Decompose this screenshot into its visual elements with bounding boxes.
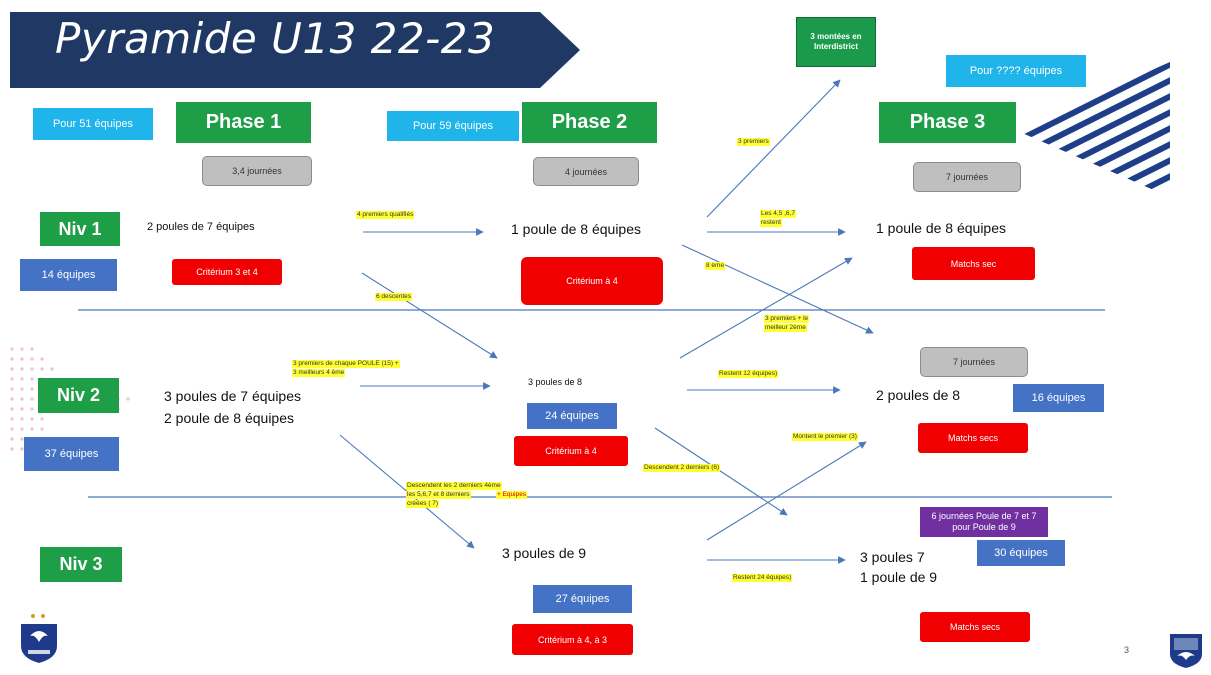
p1-niv1-criterium: Critérium 3 et 4 (172, 259, 282, 285)
decorative-stripes (1015, 62, 1170, 197)
flow-label-stay-a: Les 4,5 ,6,7 (760, 210, 796, 218)
phase1-team-count: Pour 51 équipes (33, 108, 153, 140)
p3-niv2-teams: 16 équipes (1013, 384, 1104, 412)
p2-niv2-criterium: Critérium à 4 (514, 436, 628, 466)
flow-label-qualify-niv2-a: 3 premiers de chaque POULE (15) + (292, 360, 400, 368)
arrow-p2-eighth (681, 244, 874, 334)
phase3-title: Phase 3 (879, 102, 1016, 143)
p2-niv3-groups: 3 poules de 9 (502, 545, 587, 561)
flow-label-stay-b: restent (760, 219, 782, 227)
flow-label-relegate-niv2-a: Descendent les 2 derniers 4ème (406, 482, 502, 490)
flow-label-relegated6: 6 descentes (375, 293, 413, 301)
p2-niv3-teams: 27 équipes (533, 585, 632, 613)
phase1-rounds: 3,4 journées (202, 156, 312, 186)
promotion-box: 3 montées en Interdistrict (796, 17, 876, 67)
flow-label-down2: Descendent 2 derniers (6) (643, 464, 721, 472)
level-niv1-label: Niv 1 (40, 212, 120, 246)
arrow-p2niv2-up (679, 257, 853, 359)
p3-niv1-groups: 1 poule de 8 équipes (876, 220, 1006, 236)
p3-niv3-matches: Matchs secs (920, 612, 1030, 642)
p2-niv3-criterium: Critérium à 4, à 3 (512, 624, 633, 655)
p1-niv1-groups: 2 poules de 7 équipes (147, 221, 255, 233)
phase1-title: Phase 1 (176, 102, 311, 143)
phase3-team-count: Pour ???? équipes (946, 55, 1086, 87)
p2-niv1-criterium: Critérium à 4 (521, 257, 663, 305)
flow-label-qualify-niv2-b: 3 meilleurs 4 ème (292, 369, 346, 377)
page-title: Pyramide U13 22-23 (55, 14, 496, 63)
arrow-niv1-relegated (361, 272, 498, 359)
p3-niv2-groups: 2 poules de 8 (876, 387, 961, 403)
p3-niv3-groups-a: 3 poules 7 (860, 549, 925, 565)
phase2-rounds: 4 journées (533, 157, 639, 186)
p2-niv2-teams: 24 équipes (527, 403, 617, 429)
p2-niv2-groups: 3 poules de 8 (528, 377, 583, 387)
p3-niv3-groups-b: 1 poule de 9 (860, 569, 938, 585)
p3-niv1-matches: Matchs sec (912, 247, 1035, 280)
flow-label-up-first: Montent le premier (3) (792, 433, 858, 441)
p2-niv1-groups: 1 poule de 8 équipes (511, 221, 641, 237)
fff-logo-right-icon (1170, 634, 1202, 668)
p3-niv3-info: 6 journées Poule de 7 et 7 pour Poule de… (920, 507, 1048, 537)
flow-label-relegate-niv2-c: + Equipes (496, 491, 528, 499)
page-number: 3 (1124, 645, 1130, 655)
p1-niv2-groups-a: 3 poules de 7 équipes (164, 388, 301, 404)
p3-niv3-teams: 30 équipes (977, 540, 1065, 566)
level-niv2-teams: 37 équipes (24, 437, 119, 471)
phase3-rounds: 7 journées (913, 162, 1021, 192)
fff-logo-left-icon (21, 614, 57, 663)
p1-niv2-groups-b: 2 poule de 8 équipes (164, 410, 294, 426)
flow-label-eighth: 8 ème (705, 262, 726, 270)
arrow-p2-top3 (706, 79, 841, 218)
flow-label-top3: 3 premiers (737, 138, 770, 146)
phase2-team-count: Pour 59 équipes (387, 111, 519, 141)
decorative-dots (10, 347, 130, 451)
level-niv1-teams: 14 équipes (20, 259, 117, 291)
level-niv2-label: Niv 2 (38, 378, 119, 413)
phase2-title: Phase 2 (522, 102, 657, 143)
arrow-p2niv3-up (706, 441, 867, 541)
flow-label-relegate-niv2-d: créées ( 7) (406, 500, 440, 508)
arrow-p2niv2-down (654, 427, 788, 516)
flow-label-up-niv2-b: meilleur 2ème (764, 324, 807, 332)
level-niv3-label: Niv 3 (40, 547, 122, 582)
p3-niv2-matches: Matchs secs (918, 423, 1028, 453)
flow-label-qualified4: 4 premiers qualifiés (356, 211, 415, 219)
flow-label-up-niv2-a: 3 premiers + le (764, 315, 810, 323)
flow-label-stay12: Restent 12 équipes) (718, 370, 779, 378)
flow-label-stay24: Restent 24 équipes) (732, 574, 793, 582)
title-banner (10, 12, 580, 88)
p3-niv2-rounds: 7 journées (920, 347, 1028, 377)
flow-label-relegate-niv2-b: les 5,6,7 et 8 derniers (406, 491, 471, 499)
